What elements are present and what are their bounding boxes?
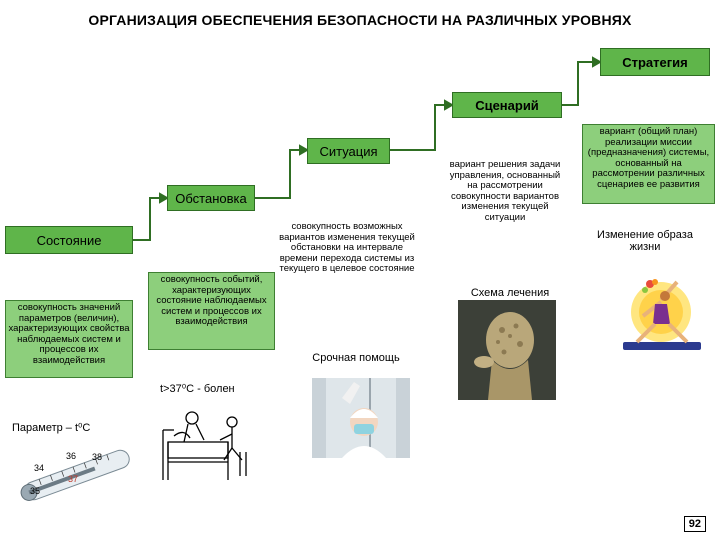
level-environment: Обстановка — [167, 185, 255, 211]
level-situation: Ситуация — [307, 138, 390, 164]
level-strategy: Стратегия — [600, 48, 710, 76]
level-state: Состояние — [5, 226, 133, 254]
urgent-help-label: Срочная помощь — [312, 352, 400, 364]
temperature-rule-label: t>37⁰C - болен — [160, 383, 235, 395]
scenario-description: вариант решения задачи управления, основ… — [449, 159, 561, 223]
thermometer-label-37: 37 — [68, 474, 79, 484]
thermometer-label-35: 35 — [30, 486, 41, 496]
patient-bed-sketch — [162, 411, 247, 480]
life-change-label: Изменение образа жизни — [597, 229, 693, 253]
thermometer-image — [20, 449, 130, 501]
parameter-label: Параметр – t⁰C — [12, 422, 91, 434]
level-scenario: Сценарий — [452, 92, 562, 118]
treatment-label: Схема лечения — [470, 287, 550, 299]
nurse-image — [312, 378, 410, 458]
situation-description: совокупность возможных вариантов изменен… — [279, 221, 415, 274]
page-title: ОРГАНИЗАЦИЯ ОБЕСПЕЧЕНИЯ БЕЗОПАСНОСТИ НА … — [88, 12, 632, 28]
page-number: 92 — [683, 516, 706, 532]
thermometer-label-38: 38 — [92, 452, 103, 462]
strategy-description: вариант (общий план) реализации миссии (… — [582, 124, 715, 204]
thermometer-label-34: 34 — [34, 463, 45, 473]
thermometer-label-36: 36 — [66, 451, 77, 461]
state-description: совокупность значений параметров (величи… — [5, 300, 133, 378]
yoga-woman-image — [623, 279, 701, 350]
environment-description: совокупность событий, характеризующих со… — [148, 272, 275, 350]
crumbling-head-image — [458, 300, 556, 400]
